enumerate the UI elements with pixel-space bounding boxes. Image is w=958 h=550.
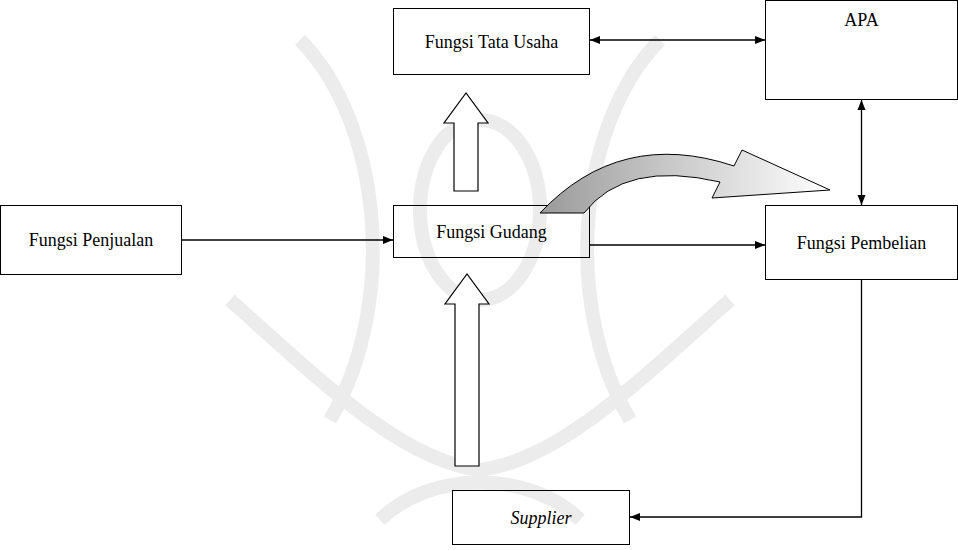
watermark-stroke	[230, 300, 730, 470]
node-label: Fungsi Tata Usaha	[419, 31, 564, 53]
flow-arrow	[182, 239, 393, 240]
block-arrow	[445, 274, 489, 466]
node-label: APA	[838, 9, 884, 31]
block-arrow	[444, 93, 488, 191]
process-box: Fungsi Pembelian	[765, 205, 958, 280]
curved-flow-arrow	[540, 150, 830, 213]
watermark-logo	[230, 40, 730, 520]
node-label: Fungsi Pembelian	[791, 232, 933, 254]
node-label: Fungsi Gudang	[430, 221, 553, 243]
watermark-stroke	[420, 120, 540, 300]
flow-arrow	[590, 39, 765, 40]
external-box: APA	[765, 0, 958, 100]
flow-arrow	[861, 100, 862, 205]
process-box: Fungsi Gudang	[393, 205, 590, 258]
process-box: Fungsi Tata Usaha	[393, 8, 590, 75]
node-label: Supplier	[505, 507, 578, 529]
flow-arrow	[630, 280, 862, 517]
process-box: Fungsi Penjualan	[0, 205, 182, 275]
node-label: Fungsi Penjualan	[23, 229, 160, 251]
flow-arrow	[590, 244, 765, 245]
external-box: Supplier	[452, 490, 630, 545]
